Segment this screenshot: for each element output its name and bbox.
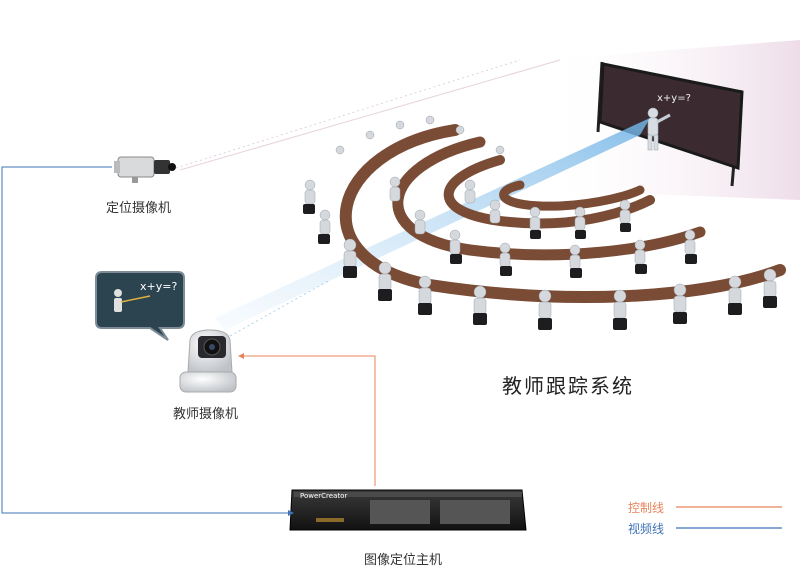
host-brand-label: PowerCreator [300, 492, 347, 500]
chairs [303, 204, 777, 330]
host-label: 图像定位主机 [364, 553, 443, 568]
legend-video-label: 视频线 [628, 522, 665, 536]
camera-sightline [175, 59, 521, 169]
board-equation: x+y=? [657, 93, 691, 104]
teacher-camera-label: 教师摄像机 [173, 407, 239, 422]
teacher-bubble-icon: x+y=? [95, 271, 185, 341]
bubble-equation: x+y=? [140, 280, 177, 293]
students [304, 115, 777, 319]
video-line-positioning [1, 166, 288, 514]
tracking-beam [215, 118, 650, 330]
video-lines [1, 166, 294, 516]
control-lines [238, 353, 376, 486]
teacher-camera-sightline [229, 279, 331, 337]
teacher-camera-icon [179, 329, 237, 393]
teacher-figure [647, 107, 671, 151]
blackboard: x+y=? [596, 61, 744, 187]
legend-control-label: 控制线 [628, 501, 665, 515]
system-title: 教师跟踪系统 [502, 374, 634, 398]
positioning-host-icon: PowerCreator [289, 489, 527, 531]
positioning-camera-icon [114, 156, 176, 183]
control-line-teacher [244, 355, 376, 486]
room-edge-line [179, 59, 561, 171]
positioning-camera-label: 定位摄像机 [106, 201, 172, 216]
